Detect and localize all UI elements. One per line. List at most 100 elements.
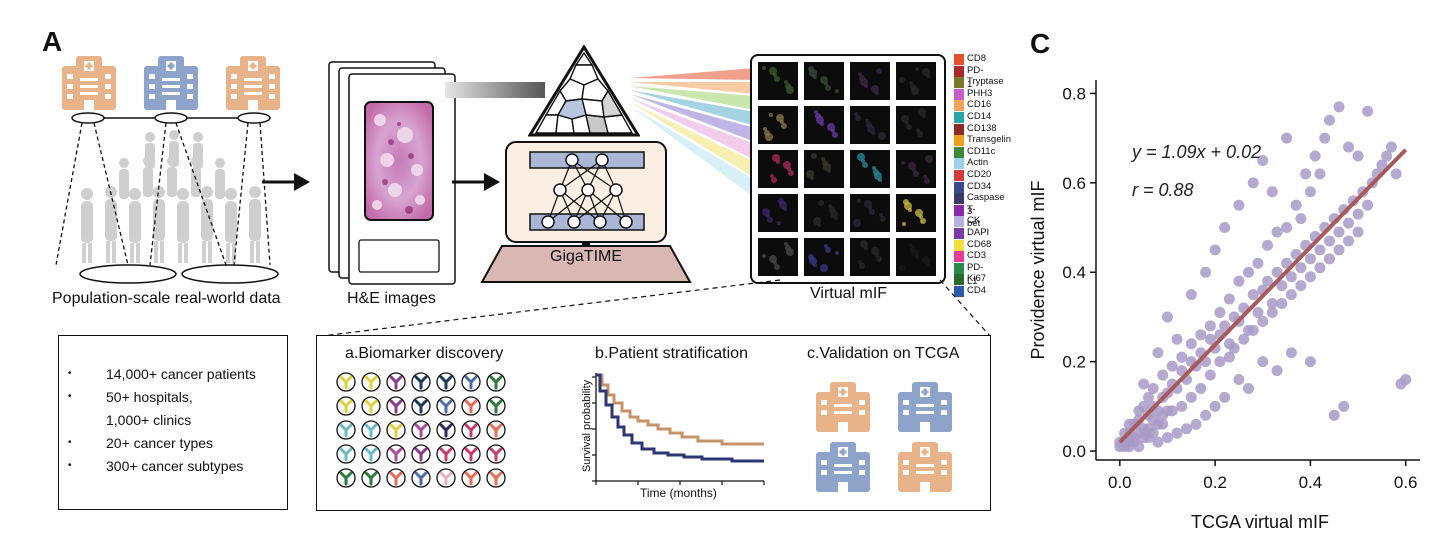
scatter-point [1290,199,1302,211]
antibody-icon [361,444,381,464]
scatter-point [1323,253,1335,265]
scatter-point [1195,329,1207,341]
antibody-icon [436,372,456,392]
scatter-point [1271,226,1283,238]
antibody-icon [361,420,381,440]
scatter-point [1262,239,1274,251]
scatter-point [1176,351,1188,363]
scatter-point [1304,253,1316,265]
scatter-point [1233,275,1245,287]
stat-item: 20+ cancer types [106,435,214,451]
scatter-point [1314,168,1326,180]
mif-tile [850,106,890,144]
marker-legend-item: DAPI [954,226,990,240]
marker-legend-item: CD138 [954,122,997,136]
scatter-point [1200,409,1212,421]
marker-label: CD34 [967,180,992,192]
marker-legend-item: CD11c [954,145,995,159]
people-silhouettes-icon [81,130,261,263]
scatter-point [1152,418,1164,430]
antibody-icon [336,444,356,464]
scatter-point [1171,333,1183,345]
marker-swatch [954,65,964,77]
mif-tile [896,62,936,100]
antibody-icon [486,444,506,464]
scatter-point [1128,436,1140,448]
antibody-icon [461,468,481,488]
marker-legend-item: PHH3 [954,87,993,101]
marker-swatch [954,262,964,274]
scatter-point [1204,333,1216,345]
marker-legend-item: CK [954,214,980,228]
scatter-point [1185,289,1197,301]
scatter-point [1338,400,1350,412]
scatter-point [1343,235,1355,247]
mif-tile [804,106,844,144]
stats-list: • 14,000+ cancer patients • 50+ hospital… [58,335,288,509]
marker-label: PD-1 [967,64,984,90]
scatter-point [1362,199,1374,211]
mif-tile [804,150,844,188]
validation-title: c.Validation on TCGA [807,345,960,362]
stat-item: 50+ hospitals, [106,389,193,405]
marker-swatch [954,204,964,216]
x-tick-label: 0.4 [1299,473,1323,492]
marker-legend-item: CD16 [954,98,992,112]
marker-label: CD68 [967,238,992,250]
scatter-point [1204,369,1216,381]
marker-swatch [954,274,964,286]
scatter-point [1233,199,1245,211]
mif-tile [850,62,890,100]
scatter-point [1309,150,1321,162]
scatter-point [1238,333,1250,345]
antibody-icon [486,396,506,416]
mif-tile [896,106,936,144]
antibody-icon [411,468,431,488]
marker-label: CD20 [967,169,992,180]
scatter-point [1352,208,1364,220]
stat-item: 14,000+ cancer patients [106,366,256,382]
marker-label: Transgelin [967,134,1012,146]
hospital-icon [144,56,198,110]
arrow-right-icon [262,173,310,191]
marker-legend-item: CD3 [954,249,986,263]
scatter-point [1276,298,1288,310]
mif-tile [758,150,798,188]
marker-legend-item: CD4 [954,284,987,298]
marker-label: PHH3 [967,87,993,99]
panel-label-a: A [42,26,63,57]
virtual-mif-caption: Virtual mIF [810,285,888,302]
mif-tile [758,62,798,100]
marker-swatch [954,228,964,239]
scatter-point [1152,436,1164,448]
scatter-point [1185,338,1197,350]
mif-tile [758,106,798,144]
km-ylabel: Survival probability [581,379,593,473]
stratification-title: b.Patient stratification [595,345,748,362]
scatter-point [1161,432,1173,444]
scatter-point [1133,405,1145,417]
beam-gradient [445,82,545,98]
marker-label: DAPI [967,227,990,238]
marker-label: Ki67 [967,273,987,285]
scatter-point [1185,391,1197,403]
marker-swatch [954,135,964,147]
fit-equation-annotation: y = 1.09x + 0.02 [1130,142,1261,162]
scatter-point [1223,351,1235,363]
scatter-point [1152,347,1164,359]
antibody-icon [486,468,506,488]
scatter-point [1252,306,1264,318]
x-tick-label: 0.6 [1394,473,1418,492]
population-diagram [55,56,280,284]
scatter-point [1219,391,1231,403]
marker-label: CD16 [967,99,992,111]
antibody-icon [436,396,456,416]
marker-label: CD14 [967,111,992,122]
marker-label: CD4 [967,285,987,296]
bullet-icon: • [68,391,72,402]
antibody-icon [411,444,431,464]
mif-tile [758,194,798,232]
marker-swatch [954,100,964,112]
scatter-point [1304,271,1316,283]
scatter-point [1390,168,1402,180]
